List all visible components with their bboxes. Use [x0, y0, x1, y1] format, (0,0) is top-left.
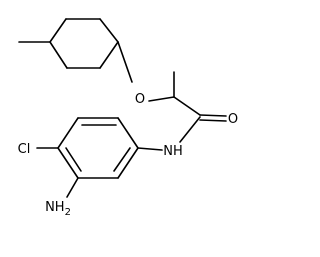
cyclohexane-ring: [49, 18, 119, 69]
molecule-structure: O O NH Cl NH2: [18, 18, 238, 218]
benzene-ring: [57, 117, 139, 179]
ring-bond: [57, 147, 79, 179]
amide-nh-label: NH: [163, 144, 183, 159]
carbonyl-double-bond-b: [199, 119, 227, 122]
ring-bond: [99, 41, 119, 69]
molecule-diagram: O O NH Cl NH2: [18, 18, 238, 218]
ring-bond: [117, 147, 139, 179]
carbonyl-to-nitrogen-bond: [179, 116, 201, 143]
amino-nh-text: NH: [45, 200, 65, 215]
ring-bond: [57, 117, 79, 149]
chlorine-label: Cl: [18, 142, 31, 157]
ring-bond: [49, 41, 68, 69]
ring-bond: [99, 18, 119, 43]
amino-subscript: 2: [65, 207, 71, 218]
ether-oxygen-label: O: [135, 92, 145, 107]
ch-to-carbonyl-bond: [173, 96, 201, 116]
amino-label: NH2: [45, 200, 71, 218]
nitrogen-to-aryl-bond: [137, 147, 163, 151]
aryl-amino-bond: [66, 177, 79, 198]
ring-bond: [49, 18, 67, 43]
ring-bond: [117, 117, 139, 149]
aromatic-double-bond: [113, 147, 131, 172]
oxygen-to-ch-bond: [148, 96, 175, 102]
carbonyl-double-bond-a: [199, 114, 227, 117]
aromatic-double-bond: [65, 147, 82, 172]
ring-to-oxygen-bond: [117, 41, 133, 83]
carbonyl-oxygen-label: O: [228, 112, 238, 127]
